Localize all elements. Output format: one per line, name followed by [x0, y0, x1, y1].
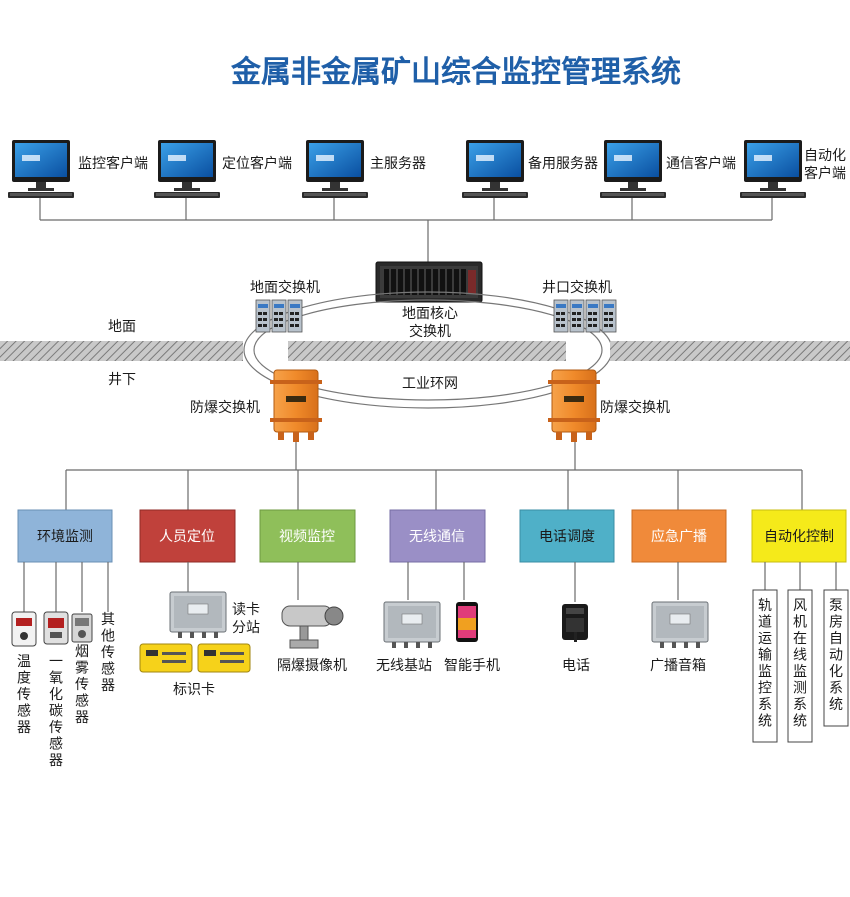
underground-bus	[65, 442, 803, 510]
subsystem-box-automation	[751, 509, 847, 563]
ground-bar-left	[0, 341, 243, 361]
camera-label: 隔爆摄像机	[277, 658, 347, 674]
page-title: 金属非金属矿山综合监控管理系统	[230, 55, 681, 90]
core-switch-label-2: 交换机	[409, 323, 451, 340]
ground-label: 地面	[108, 319, 136, 335]
co-sensor-label: 一氧化碳传感器	[49, 654, 63, 769]
client-label: 通信客户端	[666, 155, 736, 172]
other-sensor-label: 其他传感器	[101, 612, 115, 694]
client-bus	[39, 198, 773, 262]
monitor-icon	[740, 140, 806, 198]
broadcast-speaker-icon	[651, 601, 709, 649]
client-label: 备用服务器	[528, 155, 598, 172]
smartphone-label: 智能手机	[444, 658, 500, 674]
explosion-switch-left-label: 防爆交换机	[190, 399, 260, 416]
automation-system-box-rail	[752, 589, 778, 743]
automation-system-box-pump	[823, 589, 849, 727]
smoke-sensor-label: 烟雾传感器	[75, 644, 89, 726]
monitor-icon	[462, 140, 528, 198]
subsystem-label: 无线通信	[409, 529, 465, 545]
client-label: 监控客户端	[78, 155, 148, 172]
automation-rail-label: 轨道运输监控系统	[758, 598, 772, 730]
subsystem-boxes: 环境监测 人员定位 视频监控 无线通信 电话调度 应急广播 自动化控制	[17, 509, 847, 563]
explosion-switch-right-label: 防爆交换机	[600, 399, 670, 416]
temperature-sensor-icon	[11, 611, 37, 647]
subsystem-label: 自动化控制	[764, 529, 834, 545]
explosion-switch-right-icon	[547, 369, 601, 443]
sensor-lines	[23, 562, 109, 612]
surface-switch-right-label: 井口交换机	[542, 279, 612, 296]
client-label: 主服务器	[370, 156, 426, 172]
monitor-icon	[154, 140, 220, 198]
client-label: 定位客户端	[222, 155, 292, 172]
core-switch	[375, 261, 483, 303]
card-reader-label-1: 读卡	[232, 601, 260, 618]
smartphone-icon	[456, 602, 478, 642]
automation-system-box-fan	[787, 589, 813, 743]
card-reader-label-2: 分站	[232, 620, 260, 636]
subsystem-box-wireless	[389, 509, 486, 563]
temp-sensor-label: 温度传感器	[17, 654, 31, 736]
ground-bar-middle	[288, 341, 566, 361]
id-card-label: 标识卡	[173, 682, 215, 698]
underground-label: 井下	[108, 372, 136, 388]
base-station-label: 无线基站	[376, 657, 432, 674]
surface-switch-right	[553, 299, 617, 333]
subsystem-box-env	[17, 509, 113, 563]
core-switch-label-1: 地面核心	[402, 306, 458, 322]
client-label-line2: 客户端	[804, 165, 846, 182]
subsystem-box-broadcast	[631, 509, 727, 563]
monitor-icon	[8, 140, 74, 198]
smoke-sensor-icon	[71, 613, 93, 643]
base-station-icon	[383, 601, 441, 649]
subsystem-box-personnel	[139, 509, 236, 563]
card-reader-station-icon	[169, 591, 227, 639]
broadcast-speaker-label: 广播音箱	[650, 657, 706, 674]
explosion-proof-camera-icon	[281, 605, 344, 649]
monitor-icon	[600, 140, 666, 198]
subsystem-label: 电话调度	[539, 529, 595, 545]
ring-network-inner	[253, 299, 603, 401]
co-sensor-icon	[43, 611, 69, 645]
subsystem-label: 视频监控	[279, 529, 335, 545]
monitor-icon	[302, 140, 368, 198]
telephone-label: 电话	[562, 658, 590, 674]
subsystem-label: 人员定位	[159, 529, 215, 545]
subsystem-box-phone	[519, 509, 615, 563]
subsystem-box-video	[259, 509, 356, 563]
subsystem-label: 应急广播	[651, 528, 707, 545]
explosion-switch-left-icon	[269, 369, 323, 443]
subsystem-label: 环境监测	[37, 529, 93, 545]
ring-network-label: 工业环网	[402, 376, 458, 392]
ground-bar-right	[610, 341, 850, 361]
id-card-icon	[139, 643, 251, 673]
automation-pump-label: 泵房自动化系统	[829, 598, 843, 713]
surface-switch-left-label: 地面交换机	[250, 279, 320, 296]
surface-switch-left	[255, 299, 303, 333]
telephone-icon	[562, 604, 588, 642]
automation-fan-label: 风机在线监测系统	[793, 598, 807, 730]
client-row: 监控客户端 定位客户端 主服务器 备用服务器 通信客户端 自动化 客户端	[8, 140, 846, 198]
client-label-line1: 自动化	[804, 148, 846, 164]
